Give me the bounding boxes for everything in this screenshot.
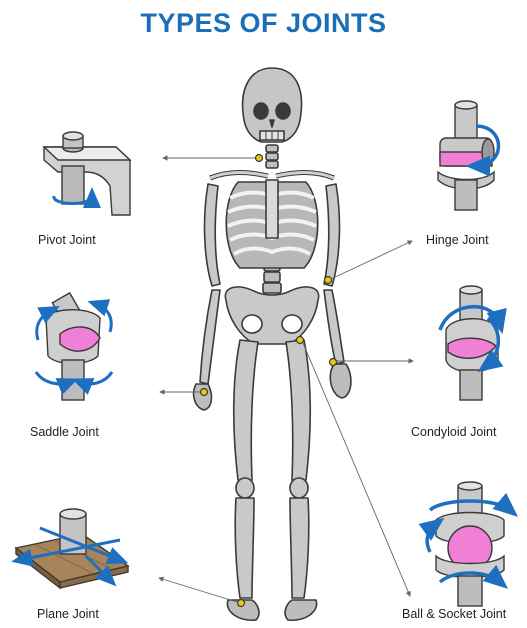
saddle-joint-label: Saddle Joint — [30, 425, 99, 439]
neck-marker — [256, 155, 263, 162]
skull — [243, 68, 302, 142]
wrist-marker-right — [330, 359, 337, 366]
skeleton — [194, 68, 351, 620]
foot-marker — [238, 600, 245, 607]
condyloid-joint-label: Condyloid Joint — [411, 425, 496, 439]
plane-joint-label: Plane Joint — [37, 607, 99, 621]
ribcage — [226, 180, 318, 268]
pivot-joint-label: Pivot Joint — [38, 233, 96, 247]
hand-marker-left — [201, 389, 208, 396]
right-arm — [324, 184, 351, 398]
right-leg — [285, 340, 317, 620]
condyloid-joint-icon — [440, 286, 500, 400]
pelvis — [225, 287, 318, 344]
hip-marker — [297, 337, 304, 344]
plane-joint-icon — [16, 509, 128, 588]
ball-socket-joint-icon — [427, 482, 510, 606]
left-arm — [194, 184, 220, 410]
saddle-joint-icon — [36, 293, 112, 400]
left-leg — [227, 340, 259, 620]
hinge-joint-icon — [438, 101, 499, 210]
hinge-joint-label: Hinge Joint — [426, 233, 489, 247]
ball-socket-joint-label: Ball & Socket Joint — [402, 607, 506, 621]
elbow-marker — [325, 277, 332, 284]
pivot-joint-icon — [44, 132, 130, 215]
